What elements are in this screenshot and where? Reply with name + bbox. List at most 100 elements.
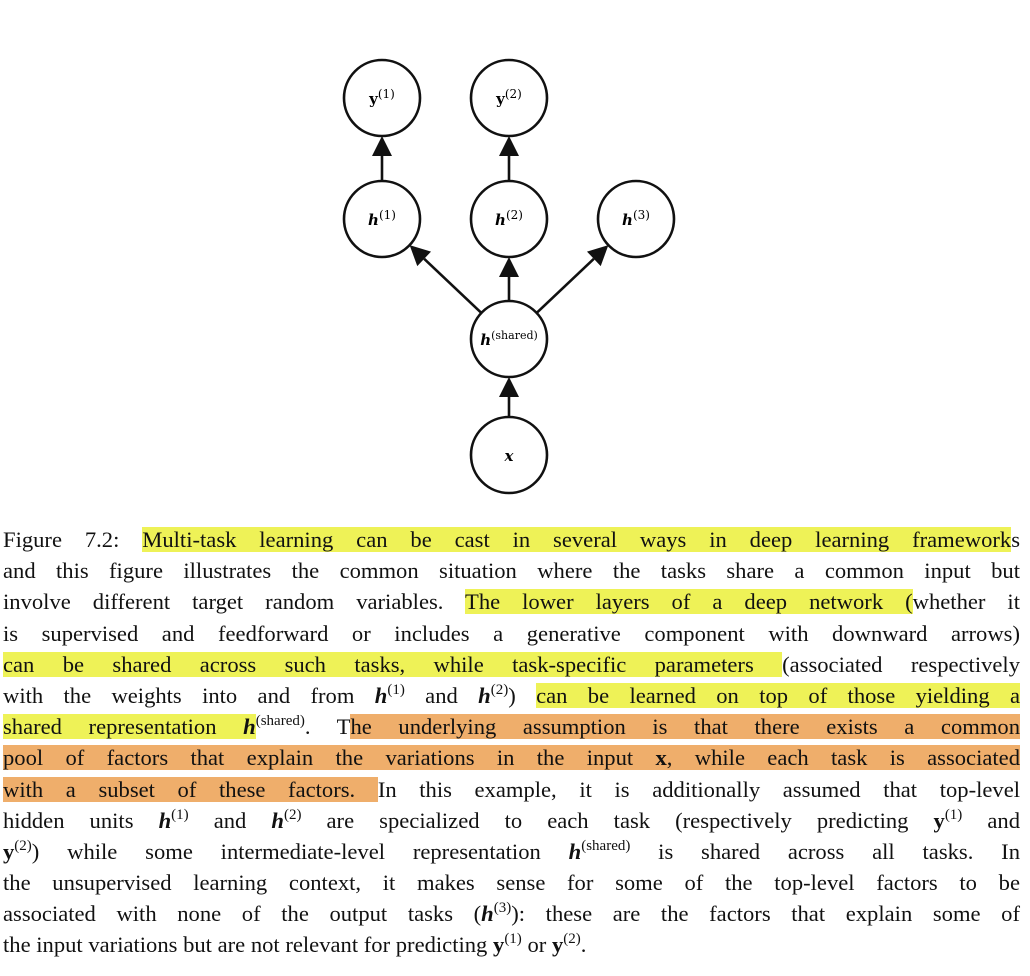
caption-line-10: hidden units h(1) and h(2) are specializ…	[3, 805, 1020, 836]
highlight: pool of factors that explain the variati…	[3, 745, 1020, 771]
math-sup: (1)	[504, 931, 522, 948]
caption-text: shared representation	[3, 714, 244, 740]
math-sup: (2)	[490, 681, 509, 698]
node-circle	[342, 58, 422, 138]
node-label-x: x	[504, 447, 515, 465]
math-h: h	[374, 682, 388, 708]
math-h: h	[243, 714, 256, 740]
math-h: h	[478, 682, 491, 708]
node-circle	[469, 299, 549, 379]
caption-line-6: with the weights into and from h(1) and …	[3, 680, 1020, 711]
node-circle	[469, 179, 549, 259]
arrowhead-y1	[372, 136, 392, 156]
caption-text: hidden units	[3, 807, 159, 833]
caption-text: and	[188, 807, 272, 833]
highlight: with a subset of these factors.	[3, 776, 378, 802]
math-sup: (2)	[283, 806, 302, 823]
highlight: he underlying assumption is that there e…	[350, 714, 1020, 740]
figure-caption: Figure 7.2: Multi-task learning can be c…	[3, 524, 1020, 961]
math-sup: (shared)	[581, 837, 631, 854]
highlight: shared representation h	[3, 714, 256, 740]
caption-text: the input variations but are not relevan…	[3, 932, 494, 958]
highlight: can be learned on top of those yielding …	[536, 682, 1020, 708]
caption-line-9: with a subset of these factors. In this …	[3, 774, 1020, 805]
caption-text: (associated respectively	[782, 651, 1020, 677]
math-x: x	[655, 745, 667, 771]
arrowhead-hshared	[499, 377, 519, 397]
highlight: The lower layers of a deep network (	[465, 589, 913, 615]
caption-text: pool of factors that explain the variati…	[3, 745, 656, 771]
node-h3: h(3)	[596, 179, 676, 259]
node-y1: y(1)	[342, 58, 422, 138]
caption-text: . T	[304, 714, 351, 740]
caption-text: is supervised and feedforward or include…	[3, 620, 1020, 646]
diagram-edges	[372, 136, 609, 417]
math-sup: (3)	[493, 900, 512, 917]
math-h: h	[271, 807, 284, 833]
caption-text: are specialized to each task (respective…	[301, 807, 934, 833]
caption-text: whether it	[912, 589, 1020, 615]
arrowhead-h2	[499, 257, 519, 277]
math-y: y	[493, 932, 505, 958]
caption-line-12: the unsupervised learning context, it ma…	[3, 867, 1020, 898]
caption-text: with the weights into and from	[3, 682, 375, 708]
caption-text: associated with none of the output tasks…	[3, 901, 482, 927]
math-y: y	[933, 807, 945, 833]
math-sup: (2)	[14, 837, 32, 854]
math-sup: (shared)	[255, 713, 305, 730]
node-y2: y(2)	[469, 58, 549, 138]
highlight: Multi-task learning can be cast in sever…	[142, 527, 1012, 552]
multitask-diagram: y(1) y(2) h(1) h(2) h(3) h(shared) x	[342, 58, 676, 495]
caption-text: or	[521, 932, 552, 958]
node-label-h3: h(3)	[622, 208, 650, 229]
math-h: h	[481, 901, 494, 927]
caption-line-3: involve different target random variable…	[3, 586, 1020, 617]
node-x: x	[469, 415, 549, 495]
caption-text: involve different target random variable…	[3, 589, 466, 615]
math-h: h	[568, 838, 582, 864]
caption-text: and	[962, 807, 1020, 833]
node-h2: h(2)	[469, 179, 549, 259]
math-h: h	[158, 807, 172, 833]
figure-label: Figure 7.2:	[3, 527, 120, 552]
arrowhead-h3	[586, 245, 609, 267]
math-y: y	[551, 932, 564, 958]
node-circle	[596, 179, 676, 259]
caption-line-1: Figure 7.2: Multi-task learning can be c…	[3, 524, 1020, 555]
caption-text: ): these are the factors that explain so…	[511, 901, 1020, 927]
node-label-h1: h(1)	[368, 208, 396, 229]
node-circle	[469, 415, 549, 495]
caption-text: ) while some intermediate-level represen…	[31, 838, 569, 864]
math-sup: (1)	[387, 681, 405, 698]
caption-line-14: the input variations but are not relevan…	[3, 929, 1020, 960]
caption-line-2: and this figure illustrates the common s…	[3, 555, 1020, 586]
caption-line-11: y(2)) while some intermediate-level repr…	[3, 836, 1020, 867]
caption-text: and this figure illustrates the common s…	[3, 558, 1020, 584]
node-label-hshared: h(shared)	[480, 329, 538, 349]
caption-text: the unsupervised learning context, it ma…	[3, 870, 1020, 896]
caption-text: )	[508, 682, 537, 708]
diagram-nodes: y(1) y(2) h(1) h(2) h(3) h(shared) x	[342, 58, 676, 495]
node-circle	[469, 58, 549, 138]
edge-hshared-to-h1	[423, 257, 483, 314]
caption-line-8: pool of factors that explain the variati…	[3, 742, 1020, 773]
node-label-y2: y(2)	[495, 87, 522, 108]
caption-text: .	[580, 932, 587, 958]
caption-text: and	[404, 682, 479, 708]
caption-line-5: can be shared across such tasks, while t…	[3, 649, 1020, 680]
caption-line-4: is supervised and feedforward or include…	[3, 618, 1020, 649]
math-y: y	[3, 838, 15, 864]
highlight: can be shared across such tasks, while t…	[3, 651, 783, 677]
caption-text: is shared across all tasks. In	[630, 838, 1020, 864]
arrowhead-y2	[499, 136, 519, 156]
node-label-h2: h(2)	[495, 208, 523, 229]
caption-line-7: shared representation h(shared). The und…	[3, 711, 1020, 742]
math-sup: (1)	[171, 806, 189, 823]
caption-text: , while each task is associated	[666, 745, 1020, 771]
math-sup: (1)	[944, 806, 963, 823]
node-h1: h(1)	[342, 179, 422, 259]
math-sup: (2)	[563, 931, 581, 948]
node-hshared: h(shared)	[469, 299, 549, 379]
node-label-y1: y(1)	[368, 87, 395, 108]
edge-hshared-to-h3	[535, 257, 595, 314]
